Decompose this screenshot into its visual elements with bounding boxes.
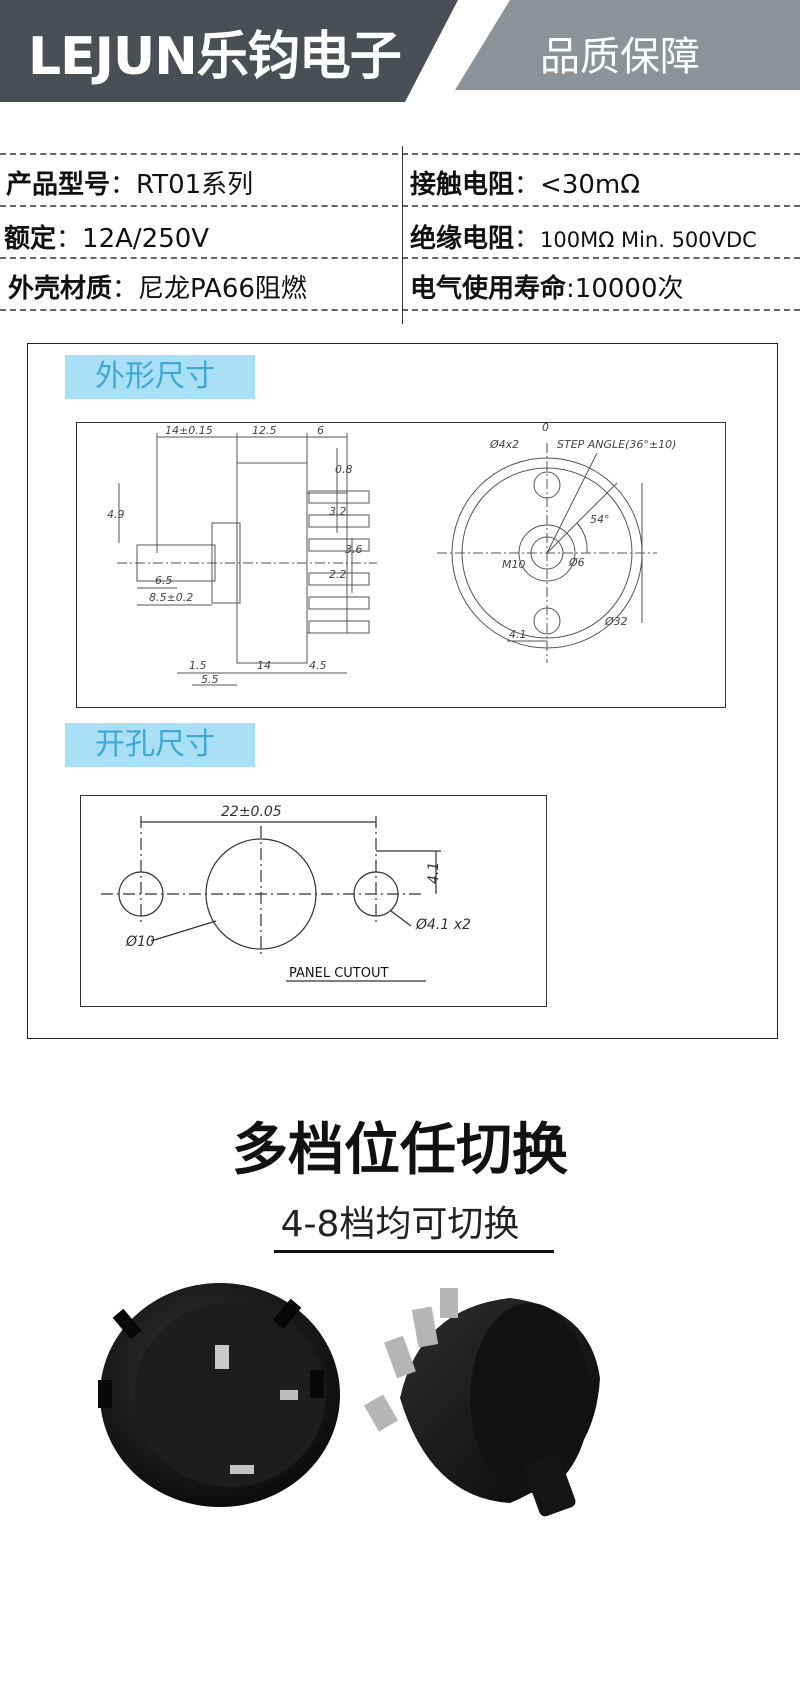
svg-text:14±0.15: 14±0.15 [165,424,213,437]
svg-text:STEP ANGLE(36°±10): STEP ANGLE(36°±10) [557,438,676,451]
svg-text:0.8: 0.8 [335,463,353,476]
svg-text:4.5: 4.5 [309,659,327,672]
spec-shell-material: 外壳材质：尼龙PA66阻燃 [8,274,307,304]
svg-text:1.5: 1.5 [189,659,207,672]
svg-text:22±0.05: 22±0.05 [221,804,282,820]
divider [0,205,800,207]
panel-cutout-drawing: 22±0.05 4.1 Ø10 Ø4.1 x2 PANEL CUTOUT [80,795,547,1007]
svg-text:PANEL CUTOUT: PANEL CUTOUT [289,966,388,981]
switch-back-view-image [98,1283,340,1507]
svg-text:Ø6: Ø6 [568,556,585,569]
svg-text:4.1: 4.1 [426,862,442,884]
svg-text:2.2: 2.2 [329,568,347,581]
outline-dimensions-tag: 外形尺寸 [65,355,255,399]
cutout-dimensions-tag: 开孔尺寸 [65,723,255,767]
quality-badge: 品质保障 [540,34,700,80]
svg-text:Ø10: Ø10 [125,934,155,950]
svg-text:0: 0 [542,423,549,434]
svg-text:4.1: 4.1 [509,628,527,641]
svg-text:6.5: 6.5 [155,574,173,587]
spec-model: 产品型号：RT01系列 [6,170,254,200]
svg-text:14: 14 [257,659,271,672]
svg-text:8.5±0.2: 8.5±0.2 [149,591,193,604]
svg-text:12.5: 12.5 [252,424,277,437]
outline-drawing: 14±0.15 12.5 6 0.8 3.2 3.6 2.2 6.5 8.5±0… [76,421,726,708]
switch-side-view-image [363,1288,600,1517]
header-banner [0,0,800,102]
feature-subtitle: 4-8档均可切换 [280,1204,520,1245]
subtitle-underline [274,1250,554,1253]
svg-text:3.2: 3.2 [329,505,347,518]
divider [0,153,800,155]
svg-text:Ø4x2: Ø4x2 [489,438,519,451]
svg-text:54°: 54° [590,513,610,526]
column-divider [402,146,403,324]
svg-text:M10: M10 [502,558,526,571]
drawing-frame [27,343,778,1039]
feature-title: 多档位任切换 [232,1118,568,1183]
svg-text:6: 6 [317,424,324,437]
svg-text:4.9: 4.9 [107,508,125,521]
svg-text:3.6: 3.6 [345,543,363,556]
svg-text:Ø4.1 x2: Ø4.1 x2 [415,917,471,933]
svg-text:5.5: 5.5 [201,673,219,686]
spec-contact-resistance: 接触电阻：<30mΩ [410,170,641,200]
divider [0,257,800,259]
svg-text:Ø32: Ø32 [604,615,628,628]
divider [0,309,800,311]
spec-insulation-resistance: 绝缘电阻：100MΩ Min. 500VDC [410,224,757,254]
spec-rating: 额定：12A/250V [4,224,210,254]
brand-logo-text: LEJUN乐钧电子 [28,27,402,87]
spec-electrical-life: 电气使用寿命:10000次 [410,274,684,304]
